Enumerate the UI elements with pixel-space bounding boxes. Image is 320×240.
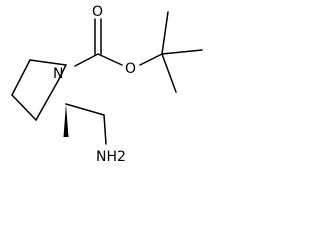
atom-label-ester-oxygen: O bbox=[125, 61, 136, 77]
atom-label-amine: NH2 bbox=[96, 149, 126, 165]
ring-bond-c2-c3 bbox=[11, 59, 31, 96]
ring-bond-c4-n bbox=[35, 80, 59, 121]
carbonyl-double-bond bbox=[94, 18, 102, 55]
bond-carbonyl-ester-oxygen bbox=[97, 53, 123, 66]
ring-bond-c3-c4 bbox=[11, 94, 37, 121]
tbutyl-methyl-top bbox=[161, 11, 169, 55]
tbutyl-methyl-right bbox=[161, 49, 203, 55]
stereo-wedge-methyl bbox=[63, 104, 69, 137]
ring-bond-n-c1 bbox=[57, 64, 67, 82]
bond-stereocenter-ch2 bbox=[65, 103, 105, 116]
tbutyl-methyl-bottom bbox=[161, 53, 177, 93]
bond-ch2-amine bbox=[103, 114, 107, 145]
bond-ester-oxygen-tbutyl bbox=[139, 53, 163, 66]
chemical-structure-diagram: N O O NH2 bbox=[11, 4, 203, 165]
pyrrolidine-ring bbox=[11, 59, 67, 121]
ring-bond-c1-c2 bbox=[29, 59, 67, 66]
bond-n-carbonyl-carbon bbox=[74, 53, 99, 67]
tert-butyl-group bbox=[161, 11, 203, 93]
atom-label-ring-nitrogen: N bbox=[53, 66, 63, 82]
atom-label-carbonyl-oxygen: O bbox=[92, 4, 103, 20]
